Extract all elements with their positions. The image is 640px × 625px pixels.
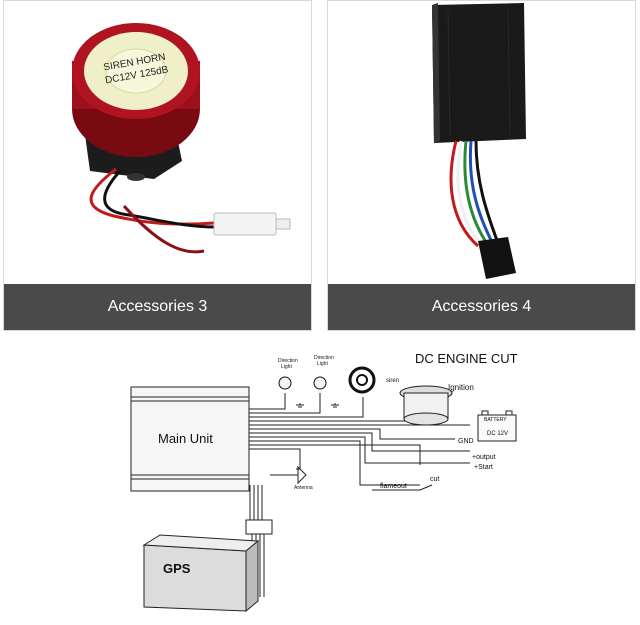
- direction-light-1-label: Direction: [278, 358, 298, 364]
- siren-horn-image: SIREN HORN DC12V 125dB: [72, 23, 291, 254]
- gps-module: [142, 534, 260, 613]
- direction-light-2-sublabel: Light: [317, 361, 328, 367]
- antenna-label: Antenna: [294, 485, 313, 491]
- product-caption: Accessories 4: [328, 284, 635, 330]
- siren-symbol: [348, 366, 376, 394]
- flameout-label: flameout: [380, 483, 407, 490]
- siren-label: siren: [386, 378, 399, 384]
- battery-box: [477, 414, 517, 442]
- cut-label: cut: [430, 476, 439, 483]
- wiring-diagram: DC ENGINE CUT Main Unit GPS Direction Li…: [130, 351, 518, 613]
- control-box-image: [432, 3, 526, 279]
- gnd-label: GND: [458, 438, 474, 445]
- direction-light-1-sublabel: Light: [281, 364, 292, 370]
- gps-label: GPS: [163, 561, 191, 576]
- battery-voltage: DC 12V: [487, 431, 508, 437]
- main-unit-box: [130, 386, 250, 492]
- direction-light-icon: [313, 376, 327, 390]
- product-card-accessories-3[interactable]: SIREN HORN DC12V 125dB Accessories 3: [3, 0, 312, 331]
- direction-light-icon: [278, 376, 292, 390]
- ignition-label: Ignition: [448, 383, 474, 392]
- direction-light-2-label: Direction: [314, 355, 334, 361]
- product-card-accessories-4[interactable]: Accessories 4: [327, 0, 636, 331]
- start-label: +Start: [474, 464, 493, 471]
- output-label: +output: [472, 454, 496, 461]
- product-caption: Accessories 3: [4, 284, 311, 330]
- main-unit-label: Main Unit: [158, 431, 213, 446]
- diagram-title: DC ENGINE CUT: [415, 351, 518, 366]
- battery-label: BATTERY: [484, 417, 507, 423]
